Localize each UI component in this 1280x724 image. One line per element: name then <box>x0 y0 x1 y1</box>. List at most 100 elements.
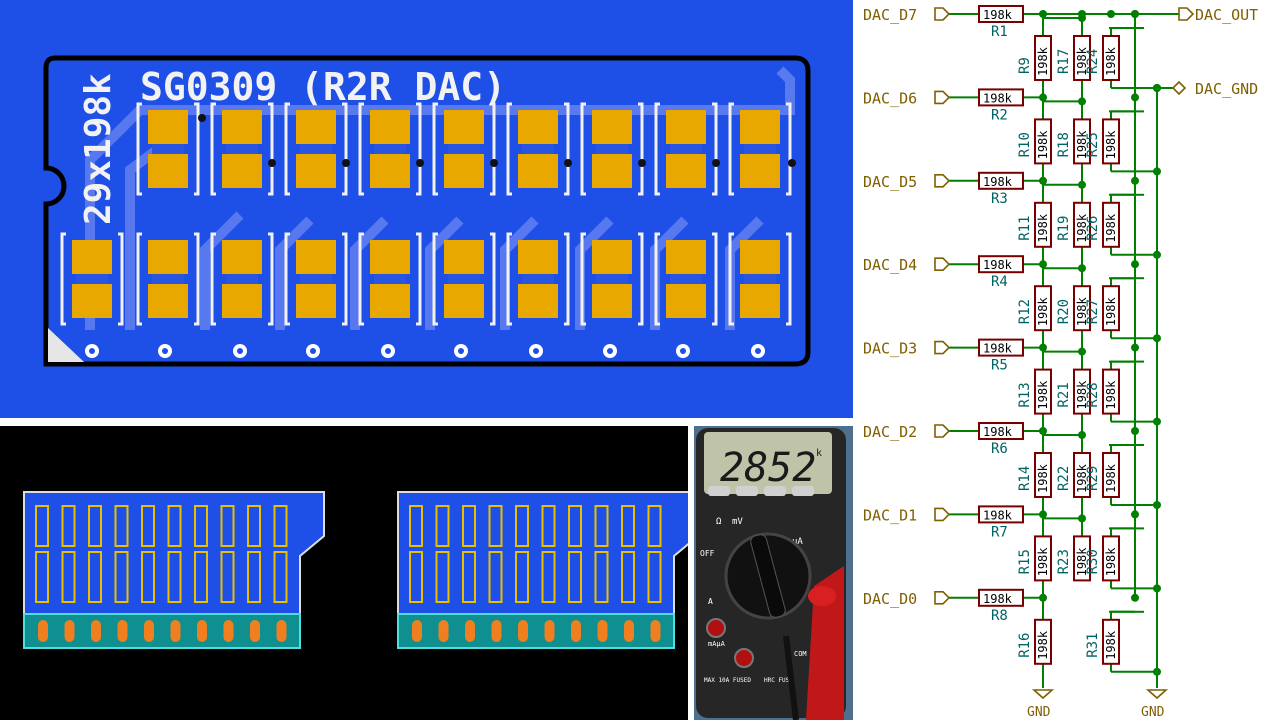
resistor-value: 198k <box>1104 463 1118 493</box>
smd-pad <box>72 284 112 318</box>
render-resistor <box>141 505 155 547</box>
resistor-r8 <box>978 588 1024 607</box>
com-label: COM <box>794 650 807 658</box>
resistor-ref: R28 <box>1085 382 1101 407</box>
port-flag <box>934 340 951 355</box>
silkscreen-bracket <box>506 232 570 326</box>
via <box>342 159 350 167</box>
input-label: DAC_D7 <box>863 6 917 24</box>
resistor-body <box>744 274 776 284</box>
resistor-r15 <box>1034 535 1052 582</box>
port-flag <box>934 591 951 605</box>
resistor-ref: R15 <box>1017 549 1033 574</box>
resistor-value: 198k <box>1104 547 1118 577</box>
resistor-footprints <box>60 102 796 358</box>
render-resistor <box>220 551 235 603</box>
smd-pad <box>592 240 632 274</box>
resistor-value: 198k <box>1104 213 1118 243</box>
resistor-r9 <box>1034 35 1052 81</box>
render-resistor <box>568 505 582 547</box>
resistor-ref: R12 <box>1017 299 1033 324</box>
resistor-r6 <box>978 422 1024 440</box>
render-resistor <box>194 505 208 547</box>
smd-pad <box>592 110 632 144</box>
junction <box>1039 593 1047 602</box>
resistor-body <box>448 144 480 154</box>
resistor-r1 <box>978 5 1024 23</box>
edge-pad-hole <box>237 348 243 354</box>
resistor-footprint <box>506 102 570 196</box>
resistor-value: 198k <box>1036 630 1050 660</box>
port-flag <box>934 90 951 105</box>
smd-pad <box>444 284 484 318</box>
silkscreen-bracket <box>580 232 644 326</box>
junction <box>1153 501 1161 509</box>
silkscreen-bracket <box>136 102 200 196</box>
resistor-value: 198k <box>1075 297 1089 327</box>
silkscreen-bracket <box>358 232 422 326</box>
render-resistor <box>488 505 503 547</box>
resistor-body <box>744 144 776 154</box>
smd-pad <box>592 154 632 188</box>
edge-pad-hole <box>385 348 391 354</box>
jack-10a[interactable] <box>706 618 726 638</box>
resistor-r7 <box>978 505 1024 524</box>
gnd-symbol-left <box>1031 689 1055 700</box>
render-resistor <box>647 551 662 603</box>
render-canvas <box>23 491 699 649</box>
silkscreen-bracket <box>728 102 792 196</box>
resistor-value: 198k <box>1075 213 1089 243</box>
junction <box>1078 180 1086 189</box>
jack-ma[interactable] <box>734 648 754 668</box>
resistor-ref: R14 <box>1017 466 1033 491</box>
render-resistor <box>167 551 182 603</box>
junction <box>1131 427 1139 435</box>
render-resistor <box>594 505 609 547</box>
resistor-footprint <box>284 102 348 196</box>
resistor-r31 <box>1102 618 1120 665</box>
multimeter-photo: 2852 k Ω mV µA OFF A mAµA MAX 10A FUSED … <box>694 426 853 720</box>
smd-pad <box>222 154 262 188</box>
resistor-ref: R18 <box>1056 132 1072 157</box>
port-flag <box>934 174 951 188</box>
pcb-board: SG0309 (R2R DAC) 29x198k <box>43 55 811 367</box>
resistor-body <box>300 274 332 284</box>
render-resistor <box>167 505 182 547</box>
smd-pad <box>518 110 558 144</box>
silkscreen-bracket <box>358 102 422 196</box>
silkscreen-bracket <box>432 102 496 196</box>
render-resistor <box>594 551 609 603</box>
smd-pad <box>222 110 262 144</box>
silkscreen-bracket <box>580 102 644 196</box>
resistor-footprint <box>432 232 496 326</box>
resistor-value: 198k <box>1036 213 1050 243</box>
render-resistor <box>647 505 662 547</box>
ma-label: mAµA <box>708 640 726 648</box>
meter-buttons <box>708 486 814 496</box>
render-resistor <box>488 551 503 603</box>
resistor-body <box>374 274 406 284</box>
probe-plug <box>808 586 836 606</box>
input-label: DAC_D2 <box>863 423 917 441</box>
render-castellation <box>144 620 154 642</box>
render-castellation <box>250 620 260 642</box>
multimeter-canvas: 2852 k Ω mV µA OFF A mAµA MAX 10A FUSED … <box>694 426 853 720</box>
render-resistor <box>273 505 288 547</box>
resistor-footprint <box>136 232 200 326</box>
render-resistor <box>35 505 49 547</box>
pcb-layout-view: SG0309 (R2R DAC) 29x198k <box>0 0 853 418</box>
lcd-screen <box>704 432 832 494</box>
resistor-ref: R4 <box>991 274 1008 290</box>
render-castellation <box>412 620 422 642</box>
edge-pad-hole <box>533 348 539 354</box>
gnd-label-left: GND <box>1027 705 1051 720</box>
render-resistor <box>621 505 635 547</box>
resistor-value: 198k <box>1075 463 1089 493</box>
resistor-footprint <box>358 232 422 326</box>
resistor-value: 198k <box>1075 547 1089 577</box>
smd-pad <box>518 284 558 318</box>
resistor-ref: R7 <box>991 524 1008 540</box>
resistor-r23 <box>1073 535 1091 582</box>
render-resistor <box>435 505 450 547</box>
dial-knob[interactable] <box>749 533 786 618</box>
